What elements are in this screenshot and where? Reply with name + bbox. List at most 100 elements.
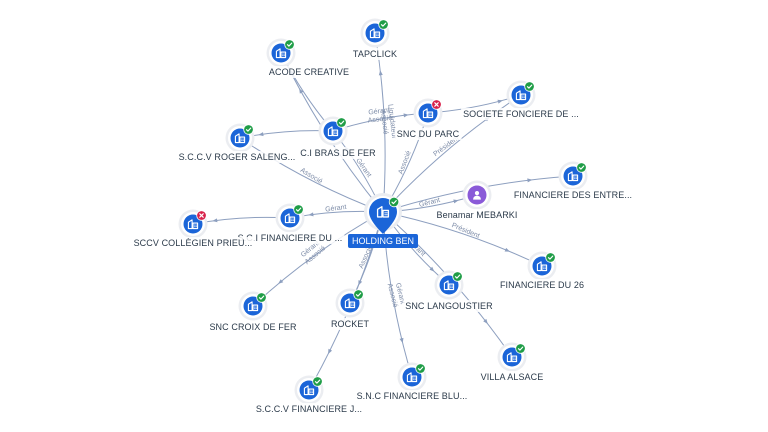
edge-line xyxy=(382,94,522,213)
node-sncfinblu[interactable]: S.N.C FINANCIERE BLU... xyxy=(354,362,470,403)
edge-arrow xyxy=(258,132,264,137)
edge-arrow xyxy=(504,247,510,252)
status-check-icon xyxy=(243,124,254,135)
node-label: FINANCIERE DES ENTRE... xyxy=(514,190,632,200)
status-check-icon xyxy=(378,19,389,30)
node-label: S.N.C FINANCIERE BLU... xyxy=(357,391,468,401)
node-label-bg xyxy=(298,147,379,159)
node-label-bg xyxy=(403,300,496,312)
node-label: SNC LANGOUSTIER xyxy=(405,301,493,311)
node-scifin[interactable]: S.C.I FINANCIERE DU ... xyxy=(235,203,345,245)
status-check-icon xyxy=(388,196,400,208)
node-brasdefer[interactable]: C.I BRAS DE FER xyxy=(298,116,379,160)
edge-relation-label: Gérant xyxy=(394,282,406,305)
status-check-icon xyxy=(576,162,587,173)
status-check-icon xyxy=(256,292,267,303)
node-label-bg xyxy=(176,151,298,163)
edge-relation-label: Associé xyxy=(299,167,324,186)
status-check-icon xyxy=(415,363,426,374)
node-label-bg xyxy=(511,189,635,201)
edge-arrow xyxy=(399,337,404,344)
node-label-bg xyxy=(235,232,345,244)
node-label: VILLA ALSACE xyxy=(481,372,544,382)
node-sncparc[interactable]: SNC DU PARC xyxy=(394,98,462,141)
node-label: FINANCIERE DU 26 xyxy=(500,280,584,290)
edge-line xyxy=(192,216,291,225)
edge-line xyxy=(382,211,543,267)
node-label-bg xyxy=(131,237,255,249)
node-sccvfinj[interactable]: S.C.C.V FINANCIERE J... xyxy=(253,375,365,416)
status-check-icon xyxy=(452,271,463,282)
edge-arrow xyxy=(308,212,314,217)
status-cross-icon xyxy=(431,99,442,110)
node-label-bg xyxy=(350,48,400,60)
edge-arrow xyxy=(378,70,383,76)
status-check-icon xyxy=(515,343,526,354)
node-fonciere[interactable]: SOCIETE FONCIERE DE ... xyxy=(461,80,581,121)
node-label: Benamar MEBARKI xyxy=(436,210,517,220)
status-cross-icon xyxy=(196,210,207,221)
edge-arrow xyxy=(299,88,304,94)
node-sccvcoll[interactable]: SCCV COLLÈGIEN PRIEU... xyxy=(131,209,255,250)
node-label-bg xyxy=(266,66,352,78)
node-label: SNC DU PARC xyxy=(397,129,460,139)
node-label-bg xyxy=(461,108,581,120)
edge-relation-label: Associé xyxy=(379,110,389,135)
node-label: S.C.C.V FINANCIERE J... xyxy=(256,404,362,414)
node-label-bg xyxy=(253,403,365,415)
node-rocket[interactable]: ROCKET xyxy=(328,288,372,331)
status-check-icon xyxy=(312,376,323,387)
node-langoustier[interactable]: SNC LANGOUSTIER xyxy=(403,270,496,313)
center-label: HOLDING BEN xyxy=(352,236,414,246)
node-label: SNC CROIX DE FER xyxy=(209,322,297,332)
edge-arrow xyxy=(212,218,218,223)
edge-arrow xyxy=(453,199,459,204)
node-acode[interactable]: ACODE CREATIVE xyxy=(266,38,352,79)
status-check-icon xyxy=(284,39,295,50)
status-check-icon xyxy=(353,289,364,300)
edge-arrow xyxy=(497,99,503,104)
node-label: SOCIETE FONCIERE DE ... xyxy=(463,109,579,119)
node-label-bg xyxy=(434,209,520,221)
status-check-icon xyxy=(524,81,535,92)
edge-relation-label: Liquidateur xyxy=(386,104,397,140)
node-label: ROCKET xyxy=(331,319,370,329)
edge-relation-label: Associé xyxy=(367,115,392,125)
node-label: TAPCLICK xyxy=(353,49,397,59)
node-label-bg xyxy=(328,318,372,330)
edge-arrow xyxy=(527,178,533,183)
node-label: S.C.I FINANCIERE DU ... xyxy=(238,233,343,243)
node-label-bg xyxy=(207,321,299,333)
node-label: ACODE CREATIVE xyxy=(269,67,349,77)
edge-arrow xyxy=(483,318,488,325)
edge-relation-label: Associé xyxy=(398,150,413,176)
node-center-holding[interactable]: HOLDING BEN xyxy=(347,193,419,248)
nodes-layer: TAPCLICK ACODE CREATIVE SNC DU PARCSOCIETE… xyxy=(131,18,635,416)
center-label-bg xyxy=(347,234,419,248)
edge-relation-label: Gérant xyxy=(368,107,390,117)
node-label: C.I BRAS DE FER xyxy=(300,148,376,158)
edge-arrow xyxy=(328,348,333,355)
node-label-bg xyxy=(497,279,587,291)
node-label-bg xyxy=(478,371,546,383)
node-label-bg xyxy=(394,128,462,140)
edge-arrow xyxy=(403,113,409,118)
node-croixdefer[interactable]: SNC CROIX DE FER xyxy=(207,291,299,334)
status-check-icon xyxy=(545,252,556,263)
edge-relation-label: Gérant xyxy=(325,204,347,214)
status-check-icon xyxy=(336,117,347,128)
node-label: SCCV COLLÈGIEN PRIEU... xyxy=(134,238,253,248)
node-financentre[interactable]: FINANCIERE DES ENTRE... xyxy=(511,161,635,202)
status-check-icon xyxy=(293,204,304,215)
node-benamar[interactable]: Benamar MEBARKI xyxy=(434,180,520,222)
node-sccvroger[interactable]: S.C.C.V ROGER SALENG... xyxy=(176,123,298,164)
edge-arrow xyxy=(429,266,435,272)
node-label-bg xyxy=(354,390,470,402)
edge-arrow xyxy=(278,279,284,284)
node-label: S.C.C.V ROGER SALENG... xyxy=(179,152,296,162)
node-fin26[interactable]: FINANCIERE DU 26 xyxy=(497,251,587,292)
node-tapclick[interactable]: TAPCLICK xyxy=(350,18,400,61)
node-alsace[interactable]: VILLA ALSACE xyxy=(478,342,546,384)
edge-scifin-sccvcoll xyxy=(192,216,291,225)
